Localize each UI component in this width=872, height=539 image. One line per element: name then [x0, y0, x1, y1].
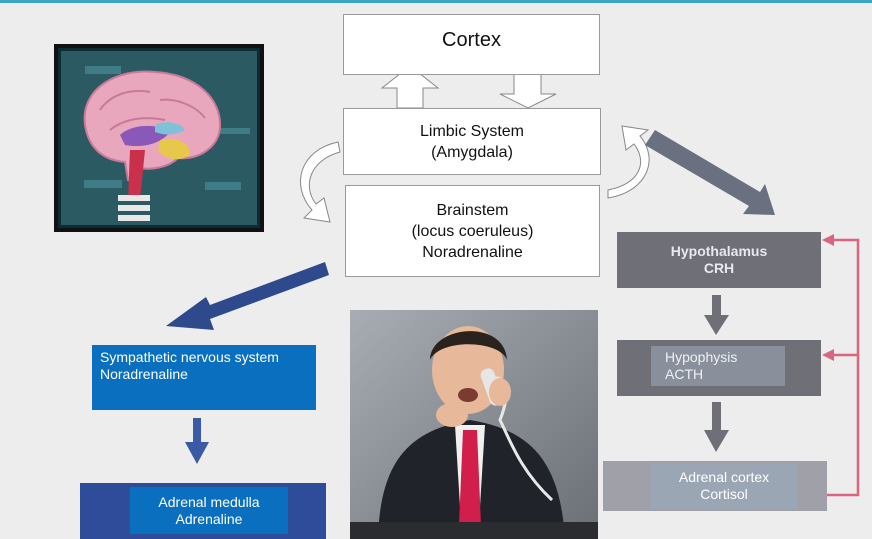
cortex-label: Cortex — [436, 28, 507, 53]
stressed-man-photo — [350, 310, 598, 539]
hypophysis-box: Hypophysis ACTH — [651, 346, 785, 386]
cortisol-feedback-lines — [822, 234, 860, 497]
brain-illustration — [54, 44, 264, 232]
brainstem-box: Brainstem (locus coeruleus) Noradrenalin… — [345, 185, 600, 277]
sympathetic-nervous-system-box: Sympathetic nervous system Noradrenaline — [92, 345, 316, 410]
limbic-system-box: Limbic System (Amygdala) — [343, 108, 601, 175]
brainstem-to-sympathetic-arrow — [166, 262, 329, 330]
hypothalamus-label: Hypothalamus CRH — [670, 243, 768, 276]
cortex-limbic-arrows — [380, 65, 557, 109]
adrenal-medulla-box: Adrenal medulla Adrenaline — [130, 487, 288, 534]
hypothalamus-box-bg — [617, 232, 821, 288]
curved-arrows — [300, 125, 650, 223]
adrenal-cortex-label-bg — [650, 463, 798, 509]
hypophysis-label: Hypophysis ACTH — [665, 349, 738, 382]
adrenal-cortex-label: Adrenal cortex Cortisol — [678, 469, 770, 502]
brainstem-label: Brainstem (locus coeruleus) Noradrenalin… — [405, 197, 540, 265]
hypothalamus-box: Hypothalamus CRH — [617, 232, 821, 288]
sympathetic-label: Sympathetic nervous system Noradrenaline — [100, 349, 279, 382]
sympathetic-to-medulla-arrow — [185, 418, 209, 464]
hypothalamus-to-hypophysis-arrow — [704, 295, 729, 335]
adrenal-medulla-label: Adrenal medulla Adrenaline — [158, 493, 260, 527]
cortex-box: Cortex — [343, 14, 600, 75]
hypophysis-to-adrenal-cortex-arrow — [704, 402, 729, 452]
hypophysis-label-bg — [651, 346, 785, 386]
adrenal-cortex-box: Adrenal cortex Cortisol — [650, 463, 798, 509]
limbic-to-hypothalamus-arrow — [645, 130, 775, 215]
top-accent-line — [0, 0, 872, 3]
limbic-system-label: Limbic System (Amygdala) — [413, 118, 531, 165]
